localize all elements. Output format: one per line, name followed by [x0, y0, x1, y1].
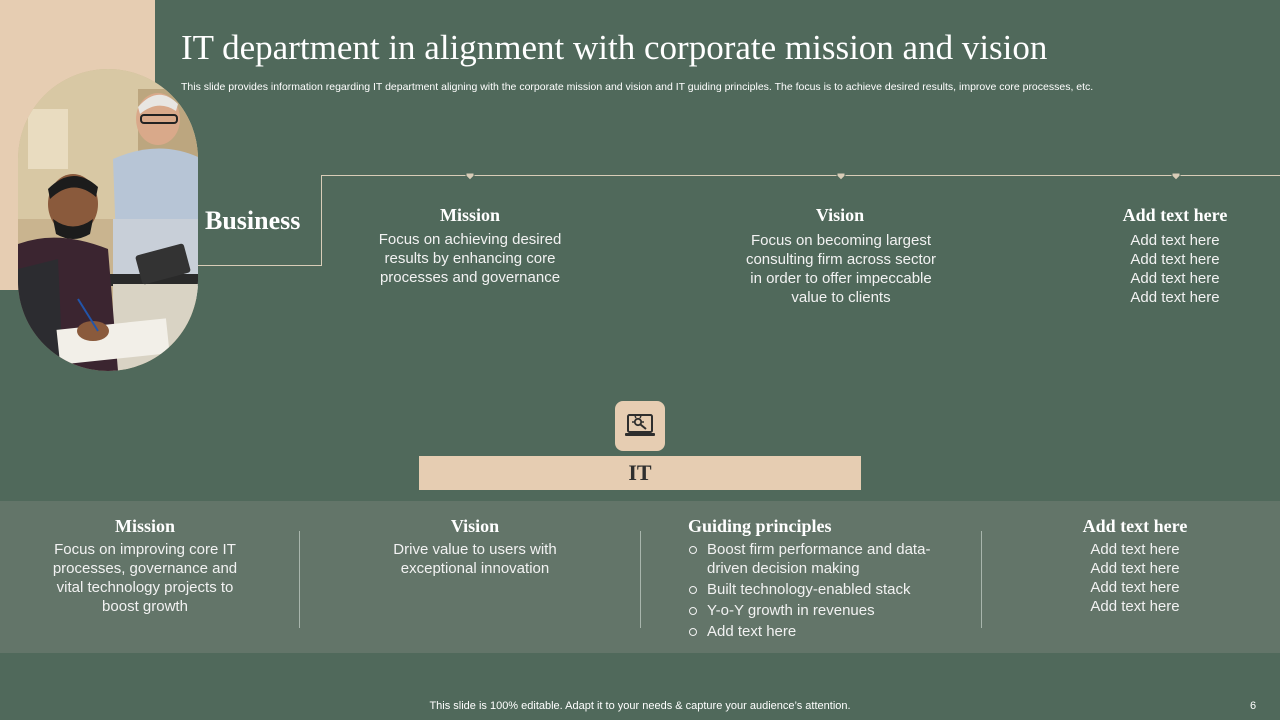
text-line: vital technology projects to	[56, 579, 234, 596]
it-guiding-principles-heading: Guiding principles	[688, 516, 832, 536]
text-line: exceptional innovation	[400, 560, 550, 577]
business-vision-heading: Vision	[815, 205, 865, 225]
list-item: Built technology-enabled stack	[688, 580, 948, 599]
it-add-text-heading: Add text here	[1082, 516, 1188, 536]
page-number: 6	[1250, 700, 1257, 712]
it-mission-heading: Mission	[114, 516, 175, 536]
text-line: Focus on achieving desired	[378, 231, 562, 248]
vision-marker-icon	[836, 172, 846, 181]
it-add-text-text: Add text here Add text here Add text her…	[1055, 540, 1215, 616]
text-line: Add text here	[1090, 541, 1180, 558]
text-line: Add text here	[1130, 251, 1220, 268]
business-mission-heading: Mission	[439, 205, 500, 225]
text-line: Drive value to users with	[393, 541, 557, 558]
business-connector-vertical	[321, 175, 322, 265]
business-add-text-text: Add text here Add text here Add text her…	[1095, 231, 1255, 307]
text-line: Add text here	[1130, 270, 1220, 287]
text-line: Add text here	[1130, 232, 1220, 249]
business-vision-text: Focus on becoming largest consulting fir…	[716, 231, 966, 307]
business-people-photo	[18, 69, 198, 371]
text-line: in order to offer impeccable	[750, 270, 932, 287]
it-section-bar: IT	[419, 456, 861, 490]
list-item: Add text here	[688, 622, 948, 641]
business-connector-horizontal-bottom	[198, 265, 322, 266]
text-line: Focus on becoming largest	[750, 232, 932, 249]
text-line: Focus on improving core IT	[54, 541, 236, 558]
mission-marker-icon	[465, 172, 475, 181]
text-line: Add text here	[1090, 579, 1180, 596]
business-add-text-heading: Add text here	[1122, 205, 1228, 225]
page-subtitle: This slide provides information regardin…	[181, 81, 1094, 93]
list-item: Boost firm performance and data-driven d…	[688, 540, 948, 578]
list-item: Y-o-Y growth in revenues	[688, 601, 948, 620]
page-title: IT department in alignment with corporat…	[181, 28, 1048, 67]
it-vision-text: Drive value to users with exceptional in…	[350, 540, 600, 578]
text-line: Add text here	[1130, 289, 1220, 306]
text-line: results by enhancing core	[384, 250, 556, 267]
it-mission-text: Focus on improving core IT processes, go…	[20, 540, 270, 616]
it-vision-heading: Vision	[450, 516, 500, 536]
text-line: value to clients	[791, 289, 891, 306]
column-divider	[640, 531, 641, 628]
text-line: Add text here	[1090, 560, 1180, 577]
business-label: Business	[205, 206, 301, 235]
business-connector-horizontal-top	[321, 175, 1280, 176]
column-divider	[981, 531, 982, 628]
business-mission-text: Focus on achieving desired results by en…	[345, 230, 595, 287]
text-line: boost growth	[102, 598, 188, 615]
text-line: Add text here	[1090, 598, 1180, 615]
text-line: processes and governance	[379, 269, 561, 286]
footer-note: This slide is 100% editable. Adapt it to…	[429, 700, 851, 712]
laptop-settings-icon	[615, 401, 665, 451]
it-label: IT	[628, 460, 652, 485]
text-line: processes, governance and	[52, 560, 238, 577]
text-line: consulting firm across sector	[745, 251, 937, 268]
guiding-principles-list: Boost firm performance and data-driven d…	[688, 540, 948, 643]
add-text-marker-icon	[1171, 172, 1181, 181]
column-divider	[299, 531, 300, 628]
